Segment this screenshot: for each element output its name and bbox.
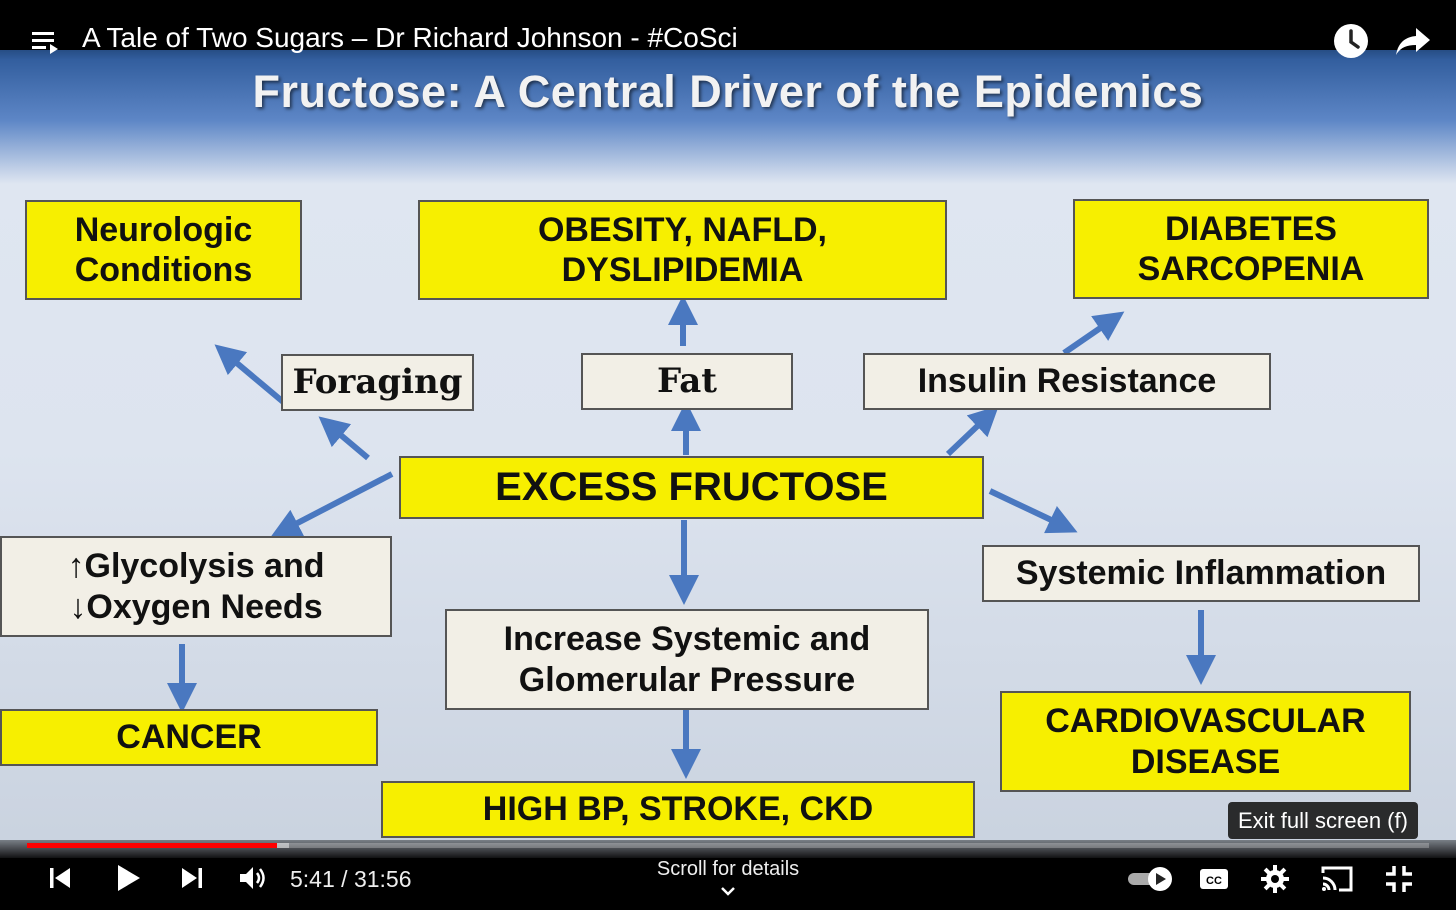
progress-bar[interactable]	[27, 843, 1429, 848]
exit-fullscreen-tooltip: Exit full screen (f)	[1228, 802, 1418, 839]
slide-frame: Fructose: A Central Driver of the Epidem…	[0, 50, 1456, 858]
box-diabetes-sarcopenia: DIABETES SARCOPENIA	[1073, 199, 1429, 299]
box-obesity-nafld-dyslipidemia: OBESITY, NAFLD, DYSLIPIDEMIA	[418, 200, 947, 300]
autoplay-toggle-icon[interactable]	[1126, 864, 1176, 894]
box-systemic-glomerular-pressure: Increase Systemic and Glomerular Pressur…	[445, 609, 929, 710]
exit-fullscreen-icon[interactable]	[1384, 864, 1414, 894]
arrow-excess-to-foraging	[318, 416, 370, 461]
box-cancer: CANCER	[0, 709, 378, 766]
flow-arrows	[167, 295, 1216, 779]
arrow-excess-to-insulin	[945, 405, 999, 457]
box-systemic-inflammation: Systemic Inflammation	[982, 545, 1420, 602]
cast-icon[interactable]	[1320, 864, 1354, 894]
box-glycolysis-oxygen: ↑Glycolysis and ↓Oxygen Needs	[0, 536, 392, 637]
current-time: 5:41	[290, 866, 335, 892]
next-icon[interactable]	[178, 864, 206, 892]
top-bar	[0, 0, 1456, 60]
menu-icon[interactable]	[30, 26, 60, 60]
arrow-excess-to-glycolysis	[270, 471, 394, 537]
watch-later-icon[interactable]	[1332, 22, 1370, 60]
arrow-excess-to-inflammation	[988, 488, 1078, 534]
share-icon[interactable]	[1394, 24, 1432, 58]
box-high-bp-stroke-ckd: HIGH BP, STROKE, CKD	[381, 781, 975, 838]
scroll-for-details[interactable]: Scroll for details	[656, 858, 800, 880]
arrow-foraging-to-neurologic	[214, 344, 290, 409]
slide-title: Fructose: A Central Driver of the Epidem…	[252, 66, 1204, 117]
volume-icon[interactable]	[238, 864, 268, 892]
time-separator: /	[334, 866, 354, 892]
play-icon[interactable]	[112, 862, 144, 894]
box-insulin-resistance: Insulin Resistance	[863, 353, 1271, 410]
video-title[interactable]: A Tale of Two Sugars – Dr Richard Johnso…	[82, 22, 738, 53]
box-foraging: Foraging	[281, 354, 474, 411]
duration: 31:56	[353, 866, 412, 892]
progress-played	[27, 843, 277, 848]
arrow-insulin-to-diabetes	[1062, 311, 1125, 356]
box-neurologic-conditions: Neurologic Conditions	[25, 200, 302, 300]
settings-icon[interactable]	[1260, 864, 1290, 894]
captions-icon[interactable]: CC	[1198, 864, 1230, 894]
chevron-down-icon[interactable]	[718, 884, 738, 898]
box-fat: Fat	[581, 353, 793, 410]
previous-icon[interactable]	[46, 864, 74, 892]
box-cardiovascular-disease: CARDIOVASCULAR DISEASE	[1000, 691, 1411, 792]
time-display: 5:41 / 31:56	[290, 866, 412, 893]
svg-text:CC: CC	[1206, 875, 1222, 887]
box-excess-fructose: EXCESS FRUCTOSE	[399, 456, 984, 519]
